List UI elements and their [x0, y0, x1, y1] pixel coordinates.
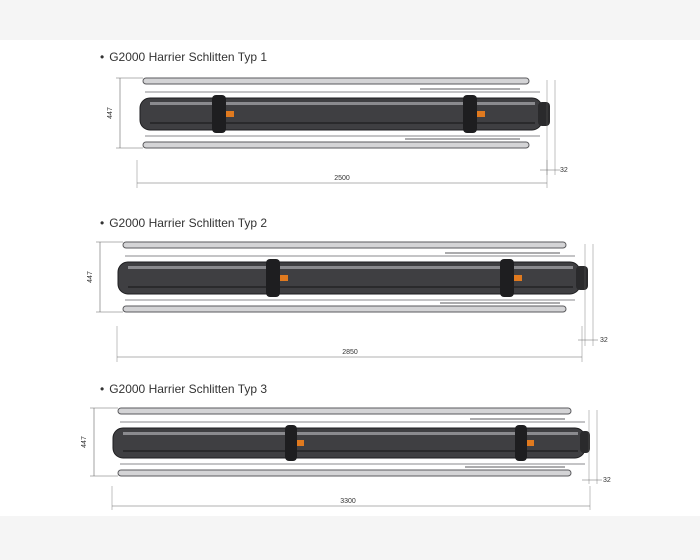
length-dim-label: 2850: [342, 349, 358, 356]
end-cap: [580, 431, 590, 453]
end-cap: [538, 102, 550, 126]
page-canvas: • G2000 Harrier Schlitten Typ 1: [0, 40, 700, 516]
top-plate: [117, 407, 572, 415]
carriage-2: [463, 95, 477, 133]
length-dim-label: 3300: [340, 498, 356, 505]
rail-shadow: [123, 450, 578, 452]
carriage-1-accent: [280, 275, 288, 281]
carriage-1: [266, 259, 280, 297]
carriage-1-accent: [226, 111, 234, 117]
height-dim-label: 447: [107, 107, 114, 119]
bottom-plate: [117, 469, 572, 477]
section-typ-1: • G2000 Harrier Schlitten Typ 1: [0, 50, 700, 210]
slide-drawing-typ-1: 447 32 2500: [107, 77, 568, 188]
slide-drawing-typ-2: 447 32 2850: [87, 241, 608, 362]
section-title-text: G2000 Harrier Schlitten Typ 2: [109, 216, 268, 230]
carriage-1: [212, 95, 226, 133]
rail-highlight: [150, 102, 535, 105]
section-typ-2: • G2000 Harrier Schlitten Typ 2 447 32: [0, 216, 700, 376]
section-typ-3: • G2000 Harrier Schlitten Typ 3 447 32: [0, 382, 700, 542]
carriage-2-accent: [514, 275, 522, 281]
carriage-2: [515, 425, 527, 461]
rail-highlight: [123, 432, 578, 435]
rail-shadow: [150, 122, 535, 124]
section-title: • G2000 Harrier Schlitten Typ 1: [100, 50, 267, 64]
end-cap: [576, 266, 588, 290]
bullet-icon: •: [100, 382, 105, 396]
section-title: • G2000 Harrier Schlitten Typ 3: [100, 382, 267, 396]
offset-dim-label: 32: [560, 167, 568, 174]
top-plate: [142, 77, 530, 85]
rail-shadow: [128, 286, 573, 288]
section-title-text: G2000 Harrier Schlitten Typ 3: [109, 382, 268, 396]
height-dim-label: 447: [81, 436, 88, 448]
offset-dim-label: 32: [603, 477, 611, 484]
bottom-plate: [142, 141, 530, 149]
carriage-2-accent: [477, 111, 485, 117]
section-title-text: G2000 Harrier Schlitten Typ 1: [109, 50, 268, 64]
length-dim-label: 2500: [334, 175, 350, 182]
slide-drawing-typ-3: 447 32 3300: [81, 407, 611, 510]
carriage-2-accent: [527, 440, 534, 446]
bullet-icon: •: [100, 50, 105, 64]
rail-highlight: [128, 266, 573, 269]
bullet-icon: •: [100, 216, 105, 230]
carriage-1: [285, 425, 297, 461]
offset-dim-label: 32: [600, 337, 608, 344]
carriage-1-accent: [297, 440, 304, 446]
bottom-plate: [122, 305, 567, 313]
carriage-2: [500, 259, 514, 297]
top-plate: [122, 241, 567, 249]
height-dim-label: 447: [87, 271, 94, 283]
section-title: • G2000 Harrier Schlitten Typ 2: [100, 216, 267, 230]
